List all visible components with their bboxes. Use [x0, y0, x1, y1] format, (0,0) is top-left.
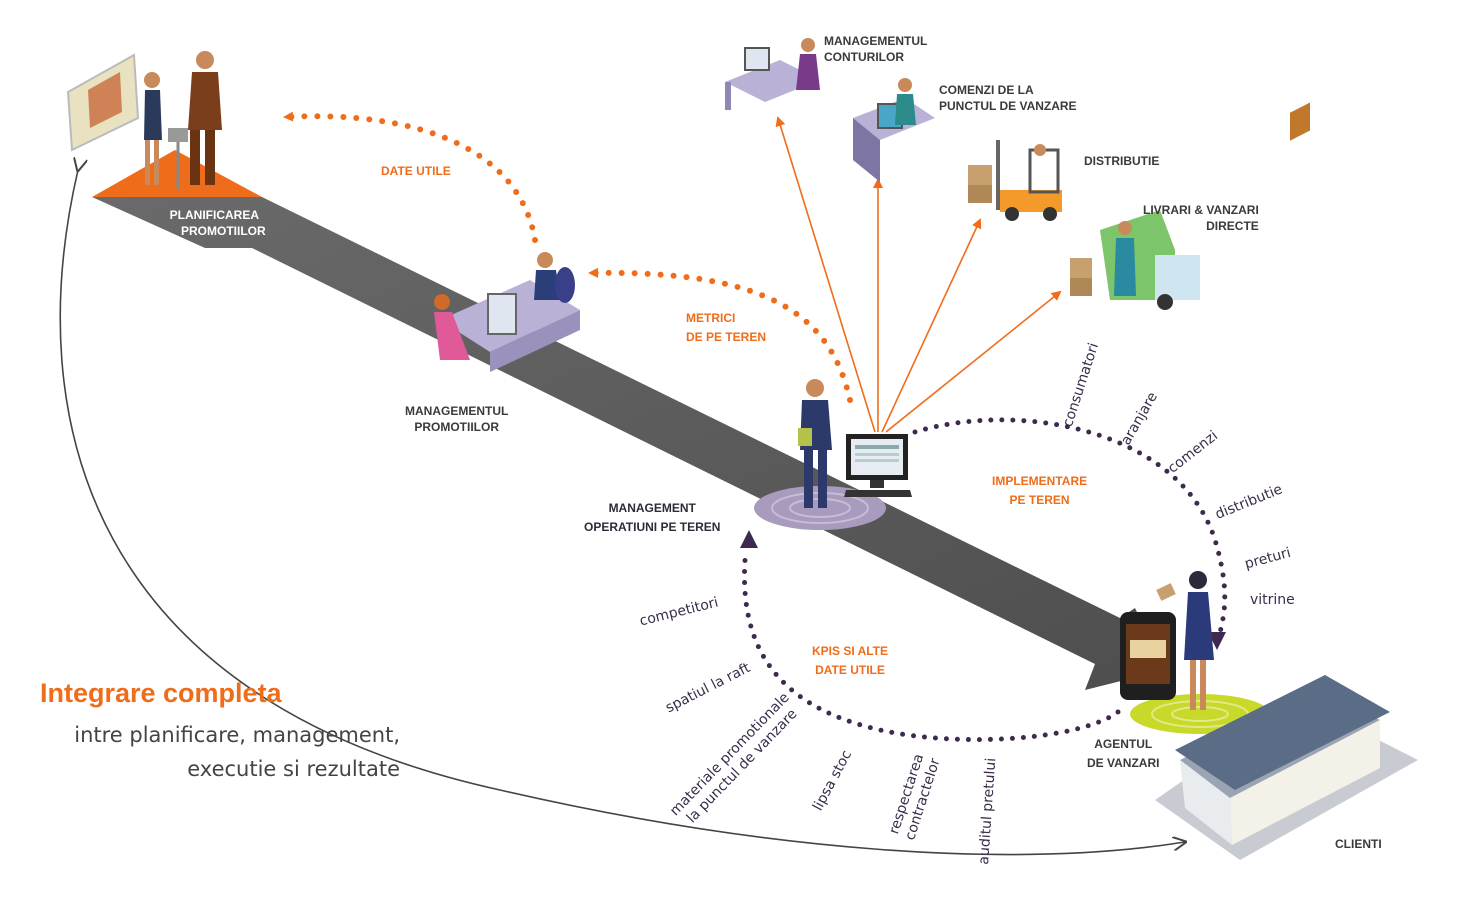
sales-agent-label: AGENTUL DE VANZARI: [1087, 736, 1159, 771]
integration-subtitle-line1: intre planificare, management,: [74, 723, 400, 747]
field-metrics-dotted-arrow: [587, 267, 853, 403]
field-metrics-label: METRICI DE PE TEREN: [686, 310, 766, 345]
planning-station-label: PLANIFICAREA PROMOTIILOR: [163, 207, 266, 239]
field-impl-label: IMPLEMENTARE PE TEREN: [992, 473, 1087, 508]
planning-label-line2: PROMOTIILOR: [181, 224, 266, 238]
kpis-label: KPIs SI ALTE DATE UTILE: [812, 643, 888, 678]
smartphone-icon: [1120, 612, 1176, 700]
field-ops-label-line2: OPERATIUNI PE TEREN: [584, 520, 721, 534]
integration-subtitle-line2: executie si rezultate: [187, 757, 400, 781]
integration-curve-arrow: [59, 170, 1185, 856]
implementation-arrowhead: [1208, 632, 1226, 650]
field-impl-label-line2: PE TEREN: [1009, 493, 1070, 507]
deliveries-label-line2: DIRECTE: [1206, 219, 1259, 233]
shop-building-icon: [1155, 102, 1418, 860]
deliveries-label: LIVRARI & VANZARI DIRECTE: [1143, 202, 1259, 234]
business-team-icon: [144, 51, 222, 190]
distribution-label: DISTRIBUTIE: [1084, 154, 1160, 168]
pos-orders-desk-icon: [853, 78, 935, 182]
clients-label: CLIENTI: [1335, 837, 1382, 851]
pos-orders-label-line1: COMENZI DE LA: [939, 83, 1034, 97]
field-ops-station: [754, 379, 912, 530]
promo-mgmt-label-line2: PROMOTIILOR: [414, 420, 499, 434]
delivery-truck-icon: [1070, 210, 1200, 310]
department-links: [775, 116, 1062, 433]
planning-label-line1: PLANIFICAREA: [169, 208, 259, 222]
kpis-label-line2: DATE UTILE: [815, 663, 885, 677]
deliveries-label-line1: LIVRARI & VANZARI: [1143, 203, 1259, 217]
impl-item-showcases: vitrine: [1250, 592, 1295, 608]
kpi-arrowhead: [740, 530, 758, 548]
integration-title: Integrare completa: [40, 678, 282, 708]
forklift-icon: [968, 140, 1062, 221]
sales-agent-station: [1120, 571, 1270, 734]
sales-agent-label-line1: AGENTUL: [1094, 737, 1153, 751]
accounts-label: MANAGEMENTUL CONTURILOR: [824, 33, 927, 65]
presentation-board-icon: [66, 53, 140, 152]
process-road: [92, 197, 1165, 690]
promo-mgmt-label: MANAGEMENTUL PROMOTIILOR: [405, 403, 508, 435]
field-metrics-label-line1: METRICI: [686, 311, 736, 325]
accounts-label-line1: MANAGEMENTUL: [824, 34, 928, 48]
accounts-desk-icon: [725, 38, 820, 110]
pos-orders-label-line2: PUNCTUL DE VANZARE: [939, 99, 1077, 113]
field-ops-label: MANAGEMENT OPERATIUNI PE TEREN: [584, 500, 720, 535]
kpi-dotted-loop: [741, 557, 1121, 743]
kpis-label-line1: KPIs SI ALTE: [812, 644, 889, 658]
accounts-label-line2: CONTURILOR: [824, 50, 904, 64]
useful-data-label: DATE UTILE: [381, 164, 451, 178]
sales-agent-label-line2: DE VANZARI: [1087, 756, 1160, 770]
integration-subtitle: intre planificare, management, executie …: [74, 718, 400, 786]
promo-mgmt-label-line1: MANAGEMENTUL: [405, 404, 509, 418]
female-agent-icon: [1156, 571, 1214, 710]
field-metrics-label-line2: DE PE TEREN: [686, 330, 767, 344]
pos-orders-label: COMENZI DE LA PUNCTUL DE VANZARE: [939, 82, 1077, 114]
sales-manager-icon: [798, 379, 832, 508]
office-desk-icon: [434, 252, 580, 372]
field-impl-label-line1: IMPLEMENTARE: [992, 474, 1088, 488]
useful-data-dotted-arrow: [282, 111, 538, 243]
field-ops-label-line1: MANAGEMENT: [608, 501, 696, 515]
planning-station: [66, 51, 262, 197]
computer-monitor-icon: [844, 434, 912, 497]
